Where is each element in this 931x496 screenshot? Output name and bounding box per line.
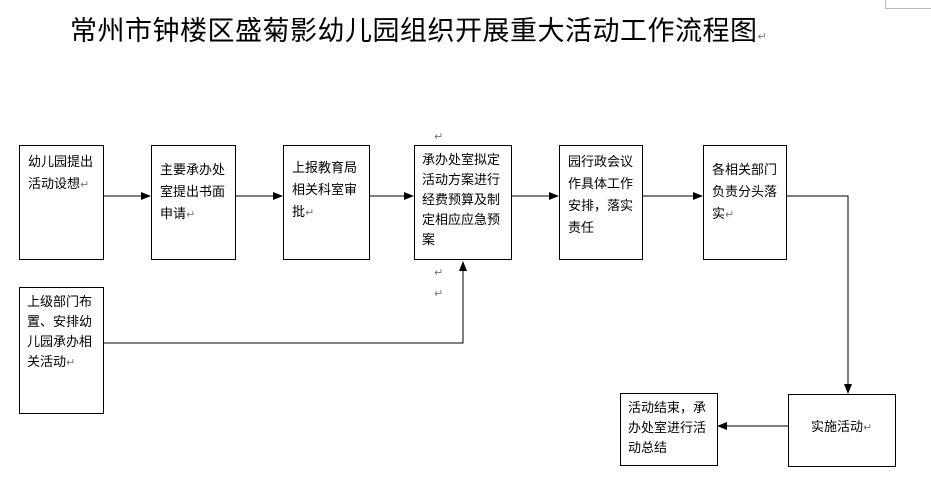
para-mark-above-plan: ↵ bbox=[434, 130, 444, 143]
box-plan-text: 承办处室拟定活动方案进行经费预算及制定相应应急预案 bbox=[422, 153, 501, 248]
box-departments-text: 各相关部门负责分头落实 bbox=[712, 163, 778, 222]
page-title: 常州市钟楼区盛菊影幼儿园组织开展重大活动工作流程图↵ bbox=[70, 14, 830, 55]
arrow-superior-to-plan bbox=[104, 261, 467, 344]
box-implement: 实施活动↵ bbox=[788, 394, 896, 467]
box-apply: 主要承办处室提出书面申请↵ bbox=[151, 145, 236, 260]
box-meeting-text: 园行政会议作具体工作安排，落实责任 bbox=[568, 155, 634, 236]
box-report: 上报教育局相关科室审批↵ bbox=[283, 145, 370, 260]
box-meeting: 园行政会议作具体工作安排，落实责任 bbox=[559, 145, 643, 260]
box-implement-mark: ↵ bbox=[863, 421, 873, 434]
para-mark-below-plan-1: ↵ bbox=[434, 266, 444, 279]
box-plan: 承办处室拟定活动方案进行经费预算及制定相应应急预案 bbox=[414, 145, 512, 260]
box-propose-text: 幼儿园提出活动设想 bbox=[28, 155, 94, 192]
box-superior-text: 上级部门布置、安排幼儿园承办相关活动 bbox=[27, 295, 93, 370]
arrow-departments-to-implement bbox=[787, 195, 852, 394]
box-report-text: 上报教育局相关科室审批 bbox=[292, 161, 358, 220]
box-apply-text: 主要承办处室提出书面申请 bbox=[160, 163, 226, 222]
box-departments-mark: ↵ bbox=[725, 208, 735, 221]
box-implement-text: 实施活动 bbox=[811, 420, 864, 435]
box-superior: 上级部门布置、安排幼儿园承办相关活动↵ bbox=[19, 287, 104, 414]
page-corner-mark bbox=[885, 0, 931, 9]
page-corner-mark-vertical bbox=[885, 0, 886, 8]
box-superior-mark: ↵ bbox=[66, 356, 76, 369]
box-propose: 幼儿园提出活动设想↵ bbox=[19, 145, 104, 260]
title-text: 常州市钟楼区盛菊影幼儿园组织开展重大活动工作流程图 bbox=[70, 16, 758, 47]
box-propose-mark: ↵ bbox=[80, 178, 90, 191]
para-mark-below-plan-2: ↵ bbox=[434, 287, 444, 300]
box-departments: 各相关部门负责分头落实↵ bbox=[703, 145, 787, 260]
box-apply-mark: ↵ bbox=[186, 208, 196, 221]
box-report-mark: ↵ bbox=[305, 206, 315, 219]
title-para-mark: ↵ bbox=[757, 30, 768, 43]
box-summary: 活动结束，承办处室进行活动总结 bbox=[620, 393, 718, 466]
box-summary-text: 活动结束，承办处室进行活动总结 bbox=[628, 401, 707, 456]
